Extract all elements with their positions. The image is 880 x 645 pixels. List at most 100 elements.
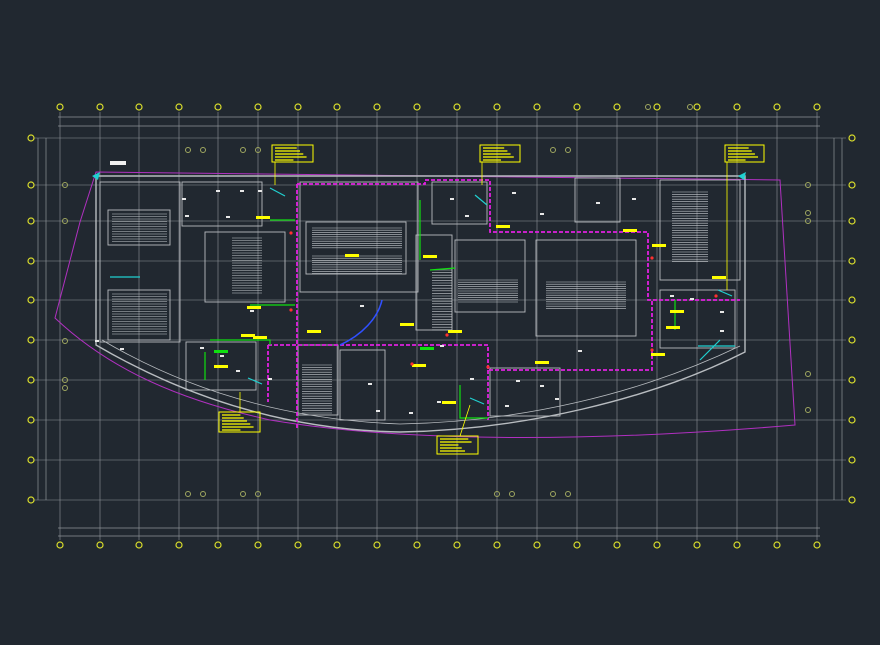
- grid-bubble-bottom: [413, 541, 421, 549]
- room-label-mark: [250, 310, 254, 312]
- grid-bubble-left: [27, 296, 35, 304]
- interior-walls: [99, 177, 741, 421]
- callout-leaders: [239, 162, 728, 437]
- room-label-mark: [578, 350, 582, 352]
- grid-bubble-secondary: [255, 491, 261, 497]
- grid-bubble-secondary: [565, 491, 571, 497]
- grid-bubble-top: [175, 103, 183, 111]
- annotation-tag: [214, 350, 228, 353]
- grid-bubble-bottom: [254, 541, 262, 549]
- grid-bubble-secondary: [805, 210, 811, 216]
- annotation-tag: [496, 225, 510, 228]
- callout-frame: [218, 411, 261, 433]
- grid-bubble-bottom: [214, 541, 222, 549]
- room-label-mark: [368, 383, 372, 385]
- grid-bubble-bottom: [773, 541, 781, 549]
- grid-bubble-secondary: [62, 385, 68, 391]
- room-label-mark: [512, 192, 516, 194]
- grid-bubble-right: [848, 134, 856, 142]
- fire-compartment-boundaries: [267, 179, 740, 430]
- grid-bubble-secondary: [509, 491, 515, 497]
- room-label-mark: [465, 215, 469, 217]
- grid-bubble-secondary: [805, 182, 811, 188]
- structural-grid: [34, 112, 846, 540]
- grid-bubble-bottom: [693, 541, 701, 549]
- room-labels: [95, 190, 724, 414]
- room-label-mark: [470, 378, 474, 380]
- room-label-mark: [216, 190, 220, 192]
- auditorium-seating: [112, 191, 708, 414]
- room-label-mark: [540, 213, 544, 215]
- grid-bubble-right: [848, 376, 856, 384]
- equipment-marks: [110, 187, 735, 405]
- grid-bubble-top: [813, 103, 821, 111]
- annotation-tag: [256, 216, 270, 219]
- grid-bubble-secondary: [645, 104, 651, 110]
- room-label-mark: [376, 410, 380, 412]
- room-label-mark: [720, 330, 724, 332]
- grid-bubble-secondary: [550, 491, 556, 497]
- annotation-tags: [214, 216, 726, 404]
- annotation-tag: [666, 326, 680, 329]
- annotation-tag: [307, 330, 321, 333]
- room-label-mark: [185, 215, 189, 217]
- callout-boxes: [218, 144, 765, 455]
- callout-frame: [479, 144, 521, 163]
- grid-bubble-secondary: [240, 491, 246, 497]
- grid-bubble-bottom: [613, 541, 621, 549]
- white-marker-top-left: [110, 161, 126, 165]
- grid-bubble-right: [848, 257, 856, 265]
- grid-bubble-top: [56, 103, 64, 111]
- north-marker-right: [738, 172, 746, 180]
- grid-bubble-secondary: [805, 218, 811, 224]
- grid-bubble-secondary: [565, 147, 571, 153]
- grid-bubble-right: [848, 416, 856, 424]
- room-label-mark: [409, 412, 413, 414]
- grid-bubble-left: [27, 134, 35, 142]
- grid-bubble-top: [373, 103, 381, 111]
- grid-bubble-secondary: [185, 491, 191, 497]
- room-label-mark: [555, 398, 559, 400]
- grid-bubble-bottom: [373, 541, 381, 549]
- callout-frame: [436, 435, 479, 455]
- grid-bubble-right: [848, 181, 856, 189]
- annotation-tag: [442, 401, 456, 404]
- annotation-tag: [345, 254, 359, 257]
- room-label-mark: [505, 405, 509, 407]
- grid-bubble-bottom: [653, 541, 661, 549]
- grid-bubble-left: [27, 456, 35, 464]
- building-inner-curve: [101, 339, 741, 425]
- building-outline: [95, 175, 746, 433]
- site-boundary: [54, 171, 796, 438]
- callout-top-right: [724, 144, 765, 163]
- grid-bubble-secondary: [62, 218, 68, 224]
- grid-bubble-secondary: [494, 491, 500, 497]
- grid-bubbles: [27, 103, 856, 549]
- room-label-mark: [440, 345, 444, 347]
- annotation-tag: [420, 347, 434, 350]
- callout-bottom-center: [436, 435, 479, 455]
- dimension-frame: [37, 116, 843, 537]
- grid-bubble-secondary: [255, 147, 261, 153]
- room-label-mark: [200, 347, 204, 349]
- grid-bubble-top: [294, 103, 302, 111]
- grid-bubble-bottom: [294, 541, 302, 549]
- annotation-tag: [412, 364, 426, 367]
- room-label-mark: [540, 385, 544, 387]
- room-label-mark: [670, 295, 674, 297]
- grid-bubble-secondary: [200, 491, 206, 497]
- room-label-mark: [516, 380, 520, 382]
- callout-frame: [724, 144, 765, 163]
- grid-bubble-bottom: [333, 541, 341, 549]
- grid-bubble-top: [533, 103, 541, 111]
- room-label-mark: [632, 198, 636, 200]
- grid-bubble-left: [27, 181, 35, 189]
- room-label-mark: [120, 348, 124, 350]
- grid-bubble-left: [27, 217, 35, 225]
- grid-bubble-left: [27, 336, 35, 344]
- egress-lines: [204, 200, 676, 419]
- grid-bubble-right: [848, 336, 856, 344]
- grid-bubble-secondary: [62, 182, 68, 188]
- grid-bubble-bottom: [573, 541, 581, 549]
